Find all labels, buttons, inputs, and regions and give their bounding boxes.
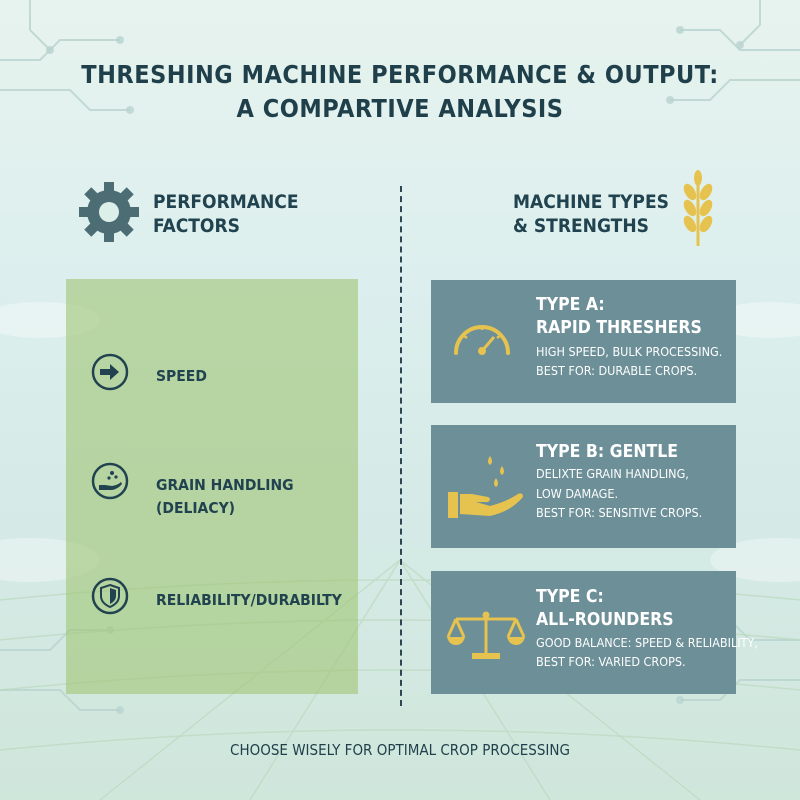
speedometer-icon bbox=[454, 325, 510, 355]
type-b-desc-line1: DELIXTE GRAIN HANDLING, bbox=[536, 466, 689, 481]
factor-grain-handling-label-line1: GRAIN HANDLING bbox=[156, 476, 294, 494]
gear-icon bbox=[79, 182, 139, 242]
factor-reliability-label: RELIABILITY/DURABILTY bbox=[156, 591, 342, 609]
type-c-desc-line1: GOOD BALANCE: SPEED & RELIABILITY, bbox=[536, 635, 758, 650]
type-a-title-line1: TYPE A: bbox=[536, 295, 605, 315]
scales-icon bbox=[446, 611, 526, 659]
type-c-title-line2: ALL-ROUNDERS bbox=[536, 610, 674, 630]
center-divider bbox=[400, 186, 402, 706]
page-title-line1: THRESHING MACHINE PERFORMANCE & OUTPUT: bbox=[81, 60, 719, 89]
performance-heading-line2: FACTORS bbox=[153, 215, 240, 237]
type-b-desc-line2: LOW DAMAGE. bbox=[536, 486, 619, 501]
arrow-right-icon bbox=[91, 353, 129, 391]
type-a-desc-line2: BEST FOR: DURABLE CROPS. bbox=[536, 363, 698, 378]
wheat-icon bbox=[683, 170, 713, 246]
factor-speed-label: SPEED bbox=[156, 367, 207, 385]
shield-icon bbox=[91, 577, 129, 615]
type-b-title-line1: TYPE B: GENTLE bbox=[536, 442, 679, 462]
type-b-desc-line3: BEST FOR: SENSITIVE CROPS. bbox=[536, 505, 703, 520]
type-b-card: TYPE B: GENTLE DELIXTE GRAIN HANDLING, L… bbox=[431, 425, 736, 548]
factor-grain-handling-label-line2: (DELIACY) bbox=[156, 499, 236, 517]
machine-types-heading-line1: MACHINE TYPES bbox=[513, 191, 669, 213]
type-c-title-line1: TYPE C: bbox=[536, 587, 604, 607]
footer-tagline: CHOOSE WISELY FOR OPTIMAL CROP PROCESSIN… bbox=[230, 741, 570, 759]
type-a-desc-line1: HIGH SPEED, BULK PROCESSING. bbox=[536, 344, 723, 359]
hand-drops-icon bbox=[448, 456, 523, 518]
type-c-card: TYPE C: ALL-ROUNDERS GOOD BALANCE: SPEED… bbox=[431, 571, 758, 694]
type-a-title-line2: RAPID THRESHERS bbox=[536, 318, 702, 338]
type-a-card: TYPE A: RAPID THRESHERS HIGH SPEED, BULK… bbox=[431, 280, 736, 403]
page-title-line2: A COMPARTIVE ANALYSIS bbox=[236, 94, 564, 123]
machine-types-heading-line2: & STRENGTHS bbox=[513, 215, 649, 237]
hand-grain-icon bbox=[91, 462, 129, 500]
type-c-desc-line2: BEST FOR: VARIED CROPS. bbox=[536, 654, 686, 669]
performance-heading-line1: PERFORMANCE bbox=[153, 191, 299, 213]
